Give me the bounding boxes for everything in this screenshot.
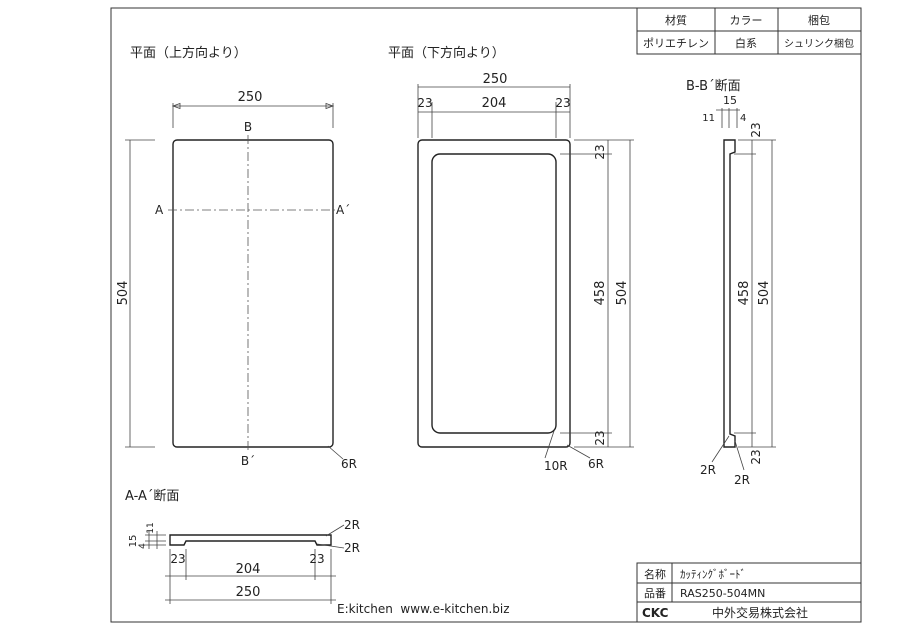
section-aa-width-dim: 250 xyxy=(236,585,261,600)
bottom-view-inner-length-dim: 458 xyxy=(593,281,608,306)
spec-table: 材質 カラー 梱包 ポリエチレン 白系 シュリンク梱包 xyxy=(636,7,862,55)
title-part-label: 品番 xyxy=(644,587,666,600)
bottom-view-radius-10r: 10R xyxy=(544,459,568,473)
section-bb-radius-2r-left: 2R xyxy=(700,463,716,477)
section-bb-rim-bottom-dim: 23 xyxy=(749,449,763,464)
section-mark-a: A xyxy=(155,203,164,217)
top-view-title: 平面（上方向より） xyxy=(130,45,247,61)
title-name-value: ｶｯﾃｨﾝｸﾞﾎﾞｰﾄﾞ xyxy=(680,568,746,581)
bottom-view-board xyxy=(417,139,571,448)
section-aa-thickness-dim: 15 xyxy=(128,535,139,548)
section-bb-dim-4: 4 xyxy=(740,113,746,124)
section-bb-thickness-dim: 15 xyxy=(723,94,737,107)
bottom-view-radius-6r: 6R xyxy=(588,457,604,471)
title-block: 名称 ｶｯﾃｨﾝｸﾞﾎﾞｰﾄﾞ 品番 RAS250-504MN CKC 中外交易… xyxy=(636,562,862,623)
section-bb-length-dim: 504 xyxy=(757,281,772,306)
section-bb-profile xyxy=(723,139,736,448)
bottom-view-length-dim: 504 xyxy=(615,281,630,306)
section-aa-rim-right-dim: 23 xyxy=(309,552,324,566)
section-bb-inner-length-dim: 458 xyxy=(737,281,752,306)
section-aa-rim-left-dim: 23 xyxy=(170,552,185,566)
bottom-view-title: 平面（下方向より） xyxy=(388,45,505,61)
top-view-board xyxy=(172,139,334,448)
section-aa-inner-width-dim: 204 xyxy=(236,562,261,577)
bottom-view-rim-left-dim: 23 xyxy=(417,96,432,110)
section-aa-title: A-A´断面 xyxy=(125,489,179,504)
section-aa-dim-4: 4 xyxy=(138,543,148,549)
section-mark-b: B xyxy=(244,120,252,134)
spec-value-color: 白系 xyxy=(735,36,757,50)
section-bb-title: B-B´断面 xyxy=(686,79,741,94)
section-mark-b-prime: B´ xyxy=(241,454,255,468)
bottom-view-rim-bottom-dim: 23 xyxy=(593,430,607,445)
top-view-width-dim: 250 xyxy=(238,90,263,105)
spec-header-color: カラー xyxy=(730,14,763,27)
spec-value-packaging: シュリンク梱包 xyxy=(784,37,854,50)
bottom-view-recess xyxy=(431,153,557,434)
section-bb-radius-2r-right: 2R xyxy=(734,473,750,487)
section-aa-dim-11: 11 xyxy=(146,522,156,533)
bottom-view-inner-width-dim: 204 xyxy=(482,96,507,111)
spec-header-packaging: 梱包 xyxy=(808,13,830,27)
company-logo: CKC xyxy=(642,606,669,620)
section-mark-a-prime: A´ xyxy=(336,203,350,217)
section-aa-radius-2r-top: 2R xyxy=(344,518,360,532)
bottom-view-rim-right-dim: 23 xyxy=(555,96,570,110)
spec-header-material: 材質 xyxy=(665,13,687,27)
section-aa-radius-2r-bottom: 2R xyxy=(344,541,360,555)
title-part-value: RAS250-504MN xyxy=(680,587,765,600)
section-aa-profile xyxy=(169,534,332,546)
bottom-view-width-dim: 250 xyxy=(483,72,508,87)
top-view-radius-6r: 6R xyxy=(341,457,357,471)
section-bb-rim-top-dim: 23 xyxy=(749,122,763,137)
spec-value-material: ポリエチレン xyxy=(643,37,709,50)
footer-website: E:kitchen www.e-kitchen.biz xyxy=(337,602,510,616)
title-name-label: 名称 xyxy=(644,567,666,581)
sheet-border xyxy=(110,7,862,623)
bottom-view-rim-top-dim: 23 xyxy=(593,144,607,159)
company-name: 中外交易株式会社 xyxy=(712,605,808,620)
section-bb-dim-11: 11 xyxy=(702,113,715,124)
top-view-length-dim: 504 xyxy=(116,281,131,306)
